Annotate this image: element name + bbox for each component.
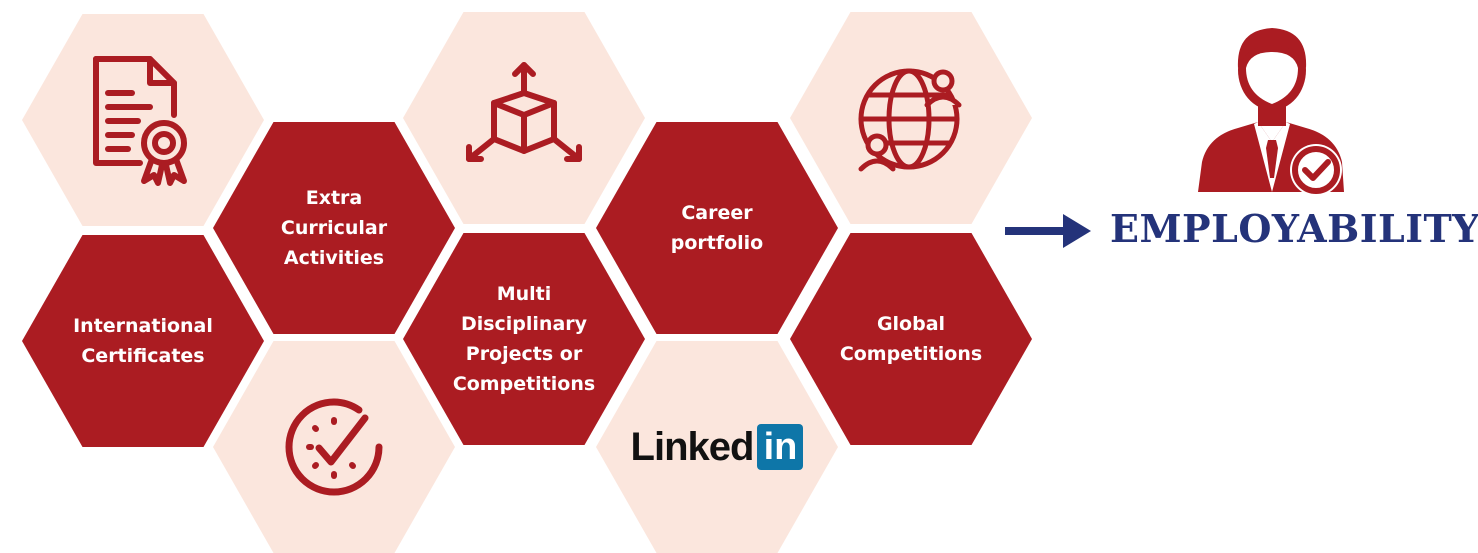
employability-title: EMPLOYABILITY — [1110, 206, 1478, 251]
hex-clock — [213, 341, 455, 553]
businessman-check-icon — [1198, 28, 1344, 196]
hex-career-portfolio: Career portfolio — [596, 122, 838, 334]
certificate-icon — [93, 56, 187, 186]
label-career-portfolio: Career portfolio — [670, 202, 764, 254]
label-global-competitions: Global Competitions — [839, 313, 983, 365]
hex-certificate — [22, 14, 264, 226]
label-extra-curricular: Extra Curricular Activities — [280, 187, 388, 269]
right-arrow-icon — [1005, 214, 1091, 248]
hex-international-certificates: International Certificates — [22, 235, 264, 447]
hex-global-competitions: Global Competitions — [790, 233, 1032, 445]
hex-box — [403, 12, 645, 224]
linkedin-logo: Linked in — [631, 424, 804, 470]
hex-multi-disciplinary: Multi Disciplinary Projects or Competiti… — [403, 233, 645, 445]
clock-check-icon — [285, 398, 383, 496]
box-arrows-icon — [466, 62, 582, 162]
hex-linkedin: Linked in — [596, 341, 838, 553]
hex-extra-curricular: Extra Curricular Activities — [213, 122, 455, 334]
label-multi-disciplinary: Multi Disciplinary Projects or Competiti… — [452, 283, 596, 395]
label-international-certificates: International Certificates — [73, 315, 213, 367]
linkedin-word: Linked — [630, 424, 755, 469]
globe-network-icon — [858, 68, 962, 172]
linkedin-in-box: in — [757, 424, 804, 470]
hex-globe — [790, 12, 1032, 224]
